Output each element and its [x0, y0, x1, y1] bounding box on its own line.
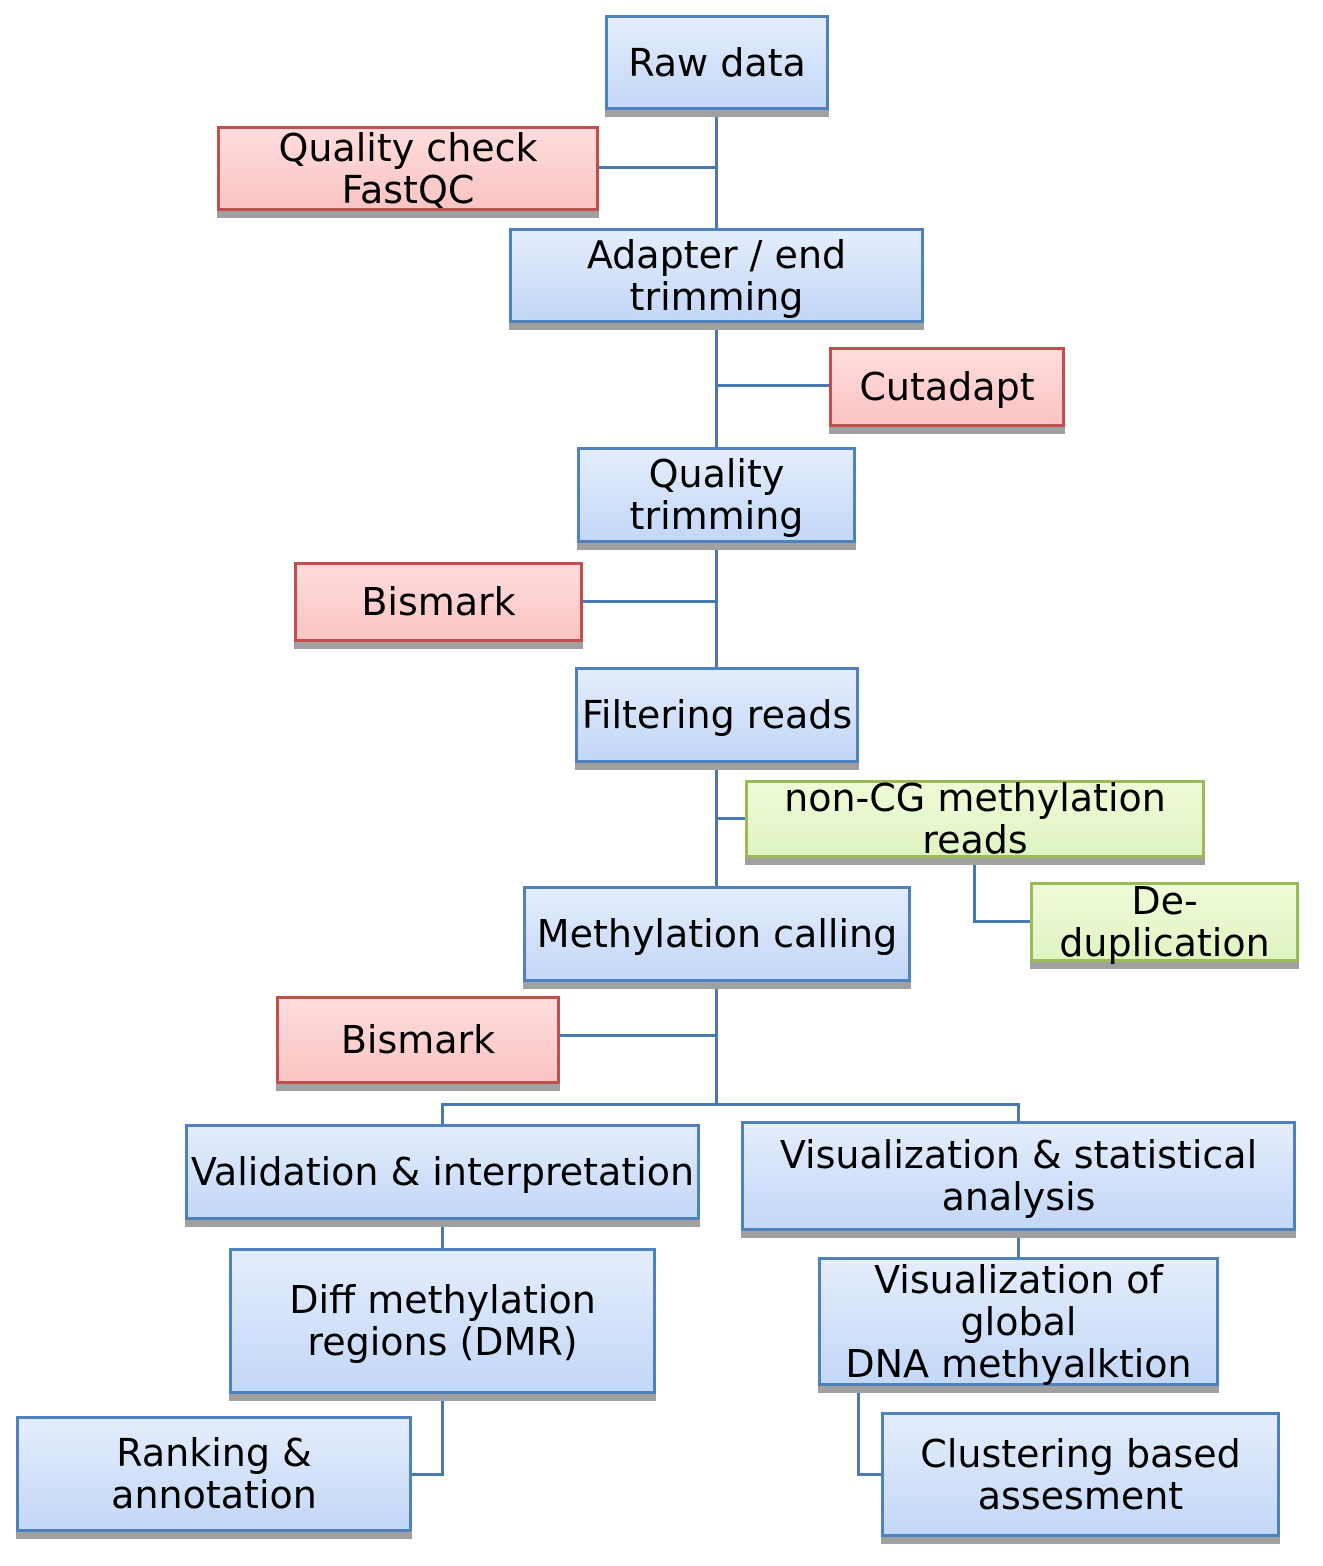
connector-validation-dmr: [441, 1218, 444, 1250]
node-de-duplication: De-duplication: [1030, 880, 1299, 964]
node-quality-trimming: Quality trimming: [577, 447, 856, 543]
node-ranking-annotation: Ranking & annotation: [16, 1416, 412, 1532]
connector-main-spine: [715, 108, 718, 1106]
node-filtering-reads: Filtering reads: [575, 667, 859, 763]
connector-dmr-ranking-h: [411, 1473, 444, 1476]
node-quality-check-fastqc: Quality check FastQC: [217, 126, 599, 211]
connector-dedup-vertical: [973, 856, 976, 922]
connector-bismark-2: [558, 1034, 716, 1037]
connector-dedup-horizontal: [973, 920, 1031, 923]
connector-global-clustering-h: [857, 1473, 883, 1476]
connector-cutadapt: [716, 384, 831, 387]
node-bismark-extraction: Bismark: [276, 996, 560, 1084]
connector-dmr-ranking-v: [441, 1392, 444, 1476]
node-visualization-statistical-analysis: Visualization & statistical analysis: [741, 1121, 1296, 1231]
node-adapter-trimming: Adapter / end trimming: [509, 228, 924, 323]
node-bismark-alignment: Bismark: [294, 562, 583, 642]
node-non-cg-methylation-reads: non-CG methylation reads: [745, 777, 1205, 861]
connector-bismark-1: [581, 600, 716, 603]
connector-branch-right: [1017, 1103, 1020, 1123]
node-visualization-global-dna-methylation: Visualization of global DNA methyalktion: [818, 1257, 1219, 1386]
node-clustering-based-assessment: Clustering based assesment: [881, 1412, 1280, 1537]
connector-fastqc: [598, 166, 716, 169]
node-cutadapt: Cutadapt: [829, 347, 1065, 427]
node-raw-data: Raw data: [605, 15, 829, 110]
connector-vis-global: [1017, 1229, 1020, 1259]
connector-global-clustering-v: [857, 1384, 860, 1476]
connector-branch-horizontal: [441, 1103, 1019, 1106]
node-methylation-calling: Methylation calling: [523, 886, 911, 982]
node-validation-interpretation: Validation & interpretation: [185, 1124, 700, 1220]
node-diff-methylation-regions: Diff methylation regions (DMR): [229, 1248, 656, 1394]
connector-non-cg: [716, 817, 746, 820]
connector-branch-left: [441, 1103, 444, 1125]
